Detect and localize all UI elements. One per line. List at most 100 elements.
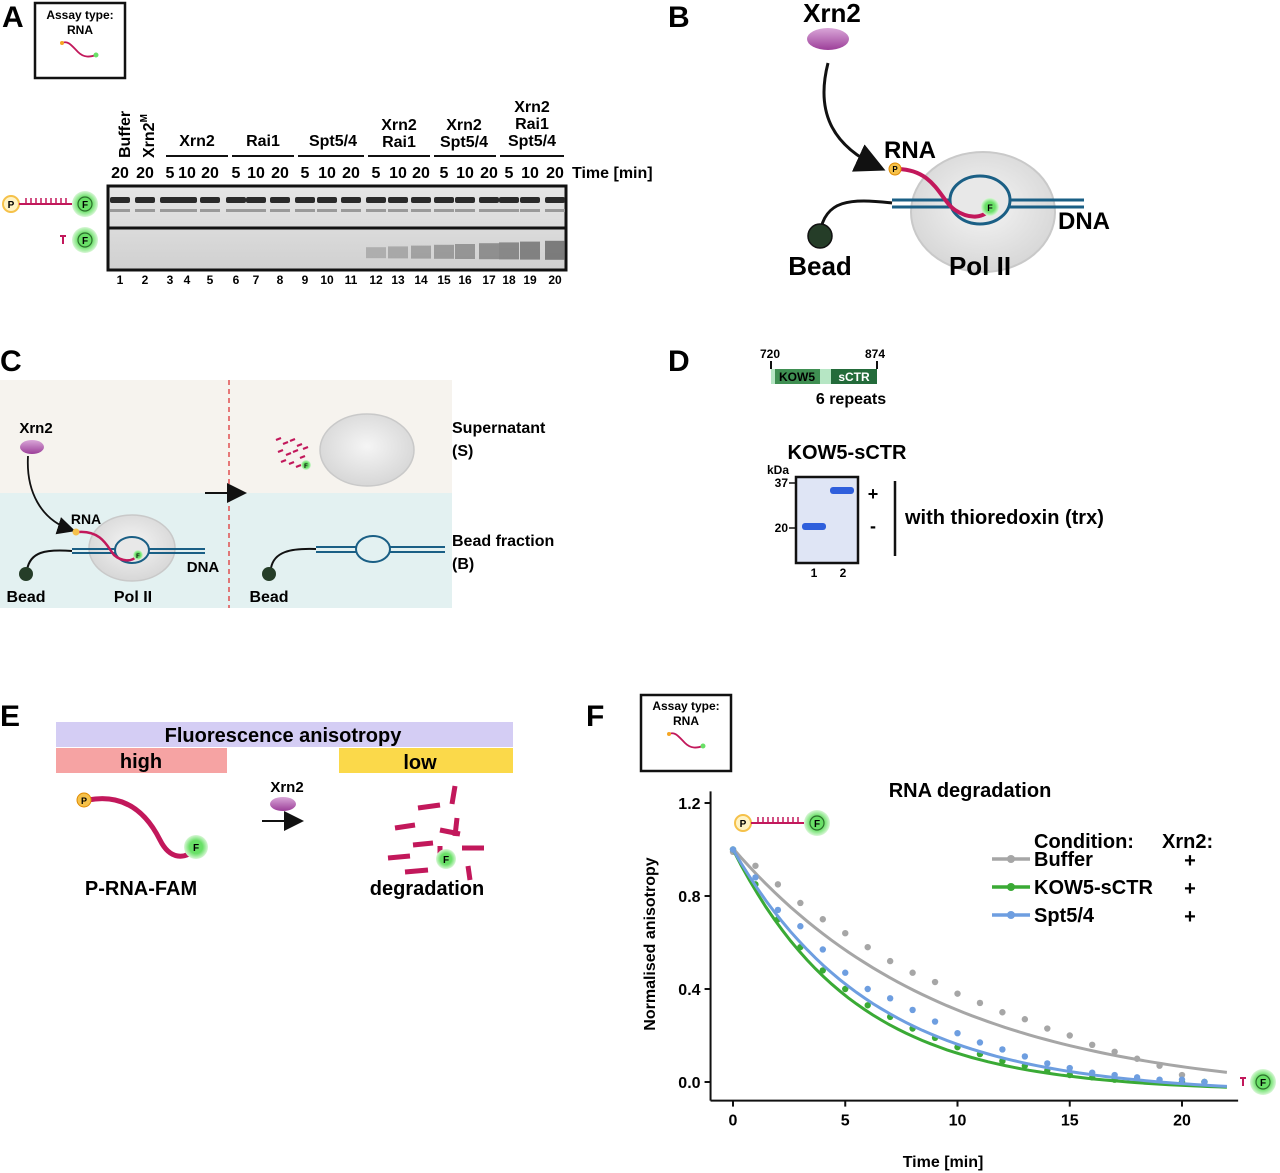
time-unit-label: Time [min]: [572, 165, 653, 182]
lane-number: 1: [117, 273, 124, 287]
plot-fam-product-ring: [1255, 1074, 1271, 1090]
lane-header-xrn2m: Xrn2M: [139, 114, 158, 158]
lane-number: 18: [502, 273, 516, 287]
time-label: 10: [456, 165, 474, 182]
rna-fragments-c: [275, 436, 309, 469]
data-point: [931, 1018, 939, 1025]
data-point: [1178, 1076, 1186, 1083]
data-point: [886, 995, 894, 1002]
assay-rna-icon: [61, 41, 97, 58]
gel-band-product: [545, 240, 565, 260]
chart-legend: Buffer+KOW5-sCTR+Spt5/4+: [992, 849, 1196, 928]
lane-number: 4: [184, 273, 191, 287]
kow5-domain-box: [775, 369, 820, 384]
chart-title: RNA degradation: [889, 780, 1052, 802]
plus-trx-label: +: [868, 484, 879, 504]
combo1-line2: Rai1: [382, 134, 416, 151]
data-point: [1044, 1060, 1051, 1067]
xrn2-icon-c: [20, 440, 44, 454]
xrn2-arrow: [822, 62, 886, 172]
data-point: [819, 967, 826, 974]
data-point: [909, 969, 916, 976]
p-rna-fam-strand: [87, 796, 199, 859]
rna-hatch: [25, 198, 67, 204]
rna-fragment: [412, 840, 434, 848]
legend-marker: [1007, 883, 1015, 891]
marker-37-label: 37: [775, 476, 789, 490]
gel-band-minor: [455, 209, 475, 212]
repeats-label: 6 repeats: [816, 391, 886, 408]
fam-icon-b: [981, 198, 999, 216]
fam-label-b: F: [987, 203, 993, 213]
rna-fragment: [449, 785, 458, 805]
data-point: [752, 874, 759, 881]
rna-fragment: [292, 448, 299, 454]
fam-product-ring: [77, 232, 93, 248]
gel-band-substrate: [246, 197, 266, 203]
phosphate-label-b: P: [892, 165, 898, 174]
gel-band-substrate: [295, 197, 315, 203]
data-point: [729, 846, 737, 853]
gel-band-substrate: [160, 197, 180, 203]
legend-marker: [1007, 911, 1015, 919]
rna-fragment: [277, 448, 284, 454]
gel-band-minor: [520, 209, 540, 212]
data-point: [931, 978, 939, 986]
data-point: [976, 999, 984, 1007]
legend-label: KOW5-sCTR: [1034, 877, 1153, 899]
pol2-label: Pol II: [949, 251, 1011, 281]
panel-b-letter: B: [668, 1, 690, 34]
data-point: [1089, 1041, 1096, 1049]
degradation-label: degradation: [370, 878, 484, 900]
time-label: 20: [136, 165, 154, 182]
gel-band-product: [479, 243, 499, 260]
rna-label-c: RNA: [71, 511, 101, 527]
x-tick-label: 0: [729, 1113, 738, 1130]
bead-label-c: Bead: [6, 589, 45, 606]
fam-icon-e: [184, 835, 208, 859]
marker-20-label: 20: [775, 521, 789, 535]
xrn2-enzyme-icon: [807, 28, 849, 50]
domain-end-position: 874: [865, 347, 885, 361]
assay-type-value-f: RNA: [673, 714, 699, 728]
legend-xrn2-value: +: [1184, 906, 1196, 928]
data-point: [1089, 1069, 1096, 1076]
panel-e: E Fluorescence anisotropy high low P F P…: [0, 700, 513, 900]
plot-fam-label: F: [814, 819, 820, 830]
series-0: [729, 847, 1228, 1086]
data-point: [1111, 1071, 1118, 1079]
data-point: [797, 899, 804, 907]
fam-icon: [72, 191, 98, 217]
data-point: [954, 1029, 961, 1037]
phosphate-label-e: P: [81, 796, 87, 806]
gel-band-minor: [246, 209, 266, 212]
data-point: [819, 946, 826, 953]
fit-curve: [731, 848, 1227, 1089]
fam-icon-ring: [77, 196, 93, 212]
lane-number: 10: [320, 273, 334, 287]
legend-xrn2-value: +: [1184, 878, 1196, 900]
gel-band-substrate: [434, 197, 454, 203]
lane-number: 9: [302, 273, 309, 287]
gel-band-minor: [110, 209, 130, 212]
gel-band-substrate: [317, 197, 337, 203]
kow5-domain-label: KOW5: [779, 370, 815, 384]
panel-c: C Xrn2 RNA F DNA Bead Pol II F Bead Supe…: [0, 345, 554, 608]
data-point: [864, 1002, 871, 1009]
time-label: 10: [521, 165, 539, 182]
lane-header-buffer: Buffer: [117, 111, 134, 158]
domain-start-position: 720: [760, 347, 780, 361]
time-label: 20: [342, 165, 360, 182]
fit-curve: [731, 847, 1228, 1074]
lane-number: 3: [167, 273, 174, 287]
bubble-c2: [355, 535, 391, 563]
gel-band-product: [411, 245, 431, 259]
data-point: [842, 985, 849, 993]
x-tick-label: 5: [841, 1113, 850, 1130]
lane-number: 16: [458, 273, 472, 287]
gel-band-substrate: [366, 197, 386, 203]
combo3-line3: Spt5/4: [508, 133, 556, 150]
lane-number: 19: [523, 273, 537, 287]
